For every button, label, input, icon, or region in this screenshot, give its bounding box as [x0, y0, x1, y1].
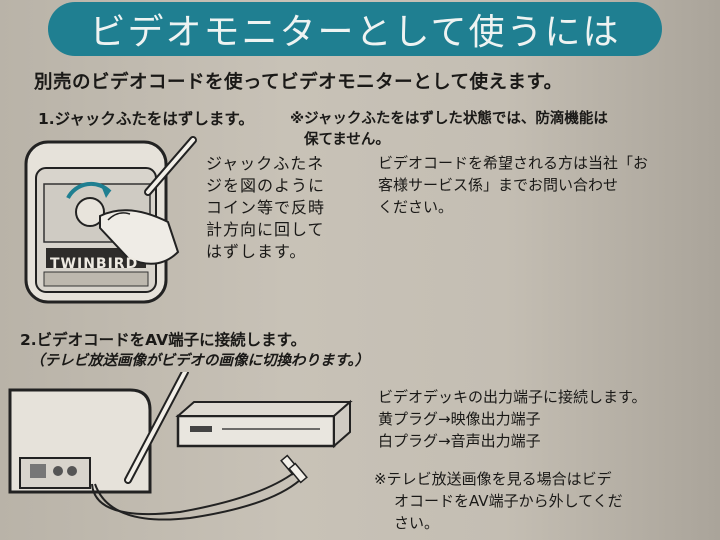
step1-instruction-line3: コイン等で反時	[206, 198, 326, 217]
step1-note-line1: ※ジャックふたをはずした状態では、防滴機能は	[290, 111, 608, 127]
step2-note-line2: オコードをAV端子から外してくだ	[394, 492, 623, 510]
deck-line3-white-plug: 白プラグ→音声出力端子	[378, 432, 541, 450]
coin-icon	[75, 197, 105, 227]
service-line2: 客様サービス係」までお問い合わせ	[378, 176, 619, 194]
step2-label: 2.ビデオコードをAV端子に接続します。	[20, 331, 307, 349]
step1-instruction-line1: ジャックふたネ	[206, 154, 325, 173]
brand-logo: TWINBIRD	[50, 256, 139, 272]
av-connection-illustration	[8, 372, 353, 521]
intro-heading: 別売のビデオコードを使ってビデオモニターとして使えます。	[34, 72, 563, 93]
service-line1: ビデオコードを希望される方は当社「お	[378, 154, 649, 172]
step1-label: 1.ジャックふたをはずします。	[38, 110, 254, 128]
step2-note-line1: ※テレビ放送画像を見る場合はビデ	[374, 470, 612, 488]
step1-instruction-line4: 計方向に回して	[206, 220, 325, 239]
service-line3: ください。	[378, 198, 454, 216]
step1-instruction-line2: ジを図のように	[206, 176, 326, 195]
title-banner: ビデオモニターとして使うには	[48, 2, 662, 56]
step1-note-line2: 保てません。	[304, 132, 390, 148]
page-title: ビデオモニターとして使うには	[89, 12, 621, 53]
step1-instruction-line5: はずします。	[206, 242, 307, 261]
jack-cover-illustration	[24, 136, 197, 304]
deck-line1: ビデオデッキの出力端子に接続します。	[378, 388, 647, 406]
step2-note-line3: さい。	[394, 514, 440, 532]
deck-line2-yellow-plug: 黄プラグ→映像出力端子	[378, 410, 541, 428]
step2-sub: （テレビ放送画像がビデオの画像に切換わります。）	[30, 353, 370, 369]
